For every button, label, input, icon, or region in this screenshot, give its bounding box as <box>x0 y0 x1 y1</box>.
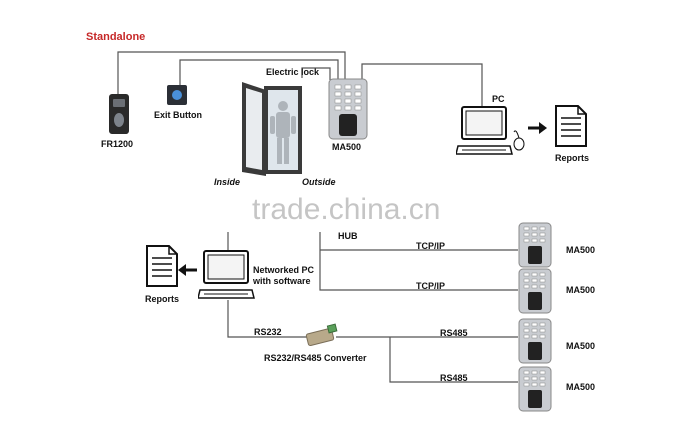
terminal-label: MA500 <box>332 142 362 152</box>
ma500-label: MA500 <box>566 245 596 255</box>
link-label: TCP/IP <box>416 241 446 251</box>
network-reports-label: Reports <box>145 294 180 304</box>
networked-pc-label-line1: Networked PC <box>253 265 315 275</box>
door-icon <box>242 82 302 176</box>
converter-label: RS232/RS485 Converter <box>264 353 367 363</box>
link-label: RS485 <box>440 328 468 338</box>
fingerprint-reader-icon <box>109 94 129 134</box>
reports-label: Reports <box>555 153 590 163</box>
networked-pc-label-line2: with software <box>253 276 311 286</box>
inside-label: Inside <box>214 177 241 187</box>
exit-button-label: Exit Button <box>154 110 202 120</box>
reports-document-icon <box>555 105 587 147</box>
pc-label: PC <box>492 94 505 104</box>
exit-button-icon <box>167 85 187 105</box>
ma500-label: MA500 <box>566 341 596 351</box>
ma500-terminal-icon <box>518 318 552 364</box>
converter-icon <box>305 323 338 347</box>
network-reports-document-icon <box>146 245 178 287</box>
outside-label: Outside <box>302 177 336 187</box>
hub-label: HUB <box>338 231 358 241</box>
watermark: trade.china.cn <box>252 193 441 226</box>
link-label: TCP/IP <box>416 281 446 291</box>
ma500-terminal-icon <box>518 366 552 412</box>
computer-icon <box>456 106 525 155</box>
networked-computer-icon <box>198 250 255 299</box>
ma500-terminal-icon <box>518 222 552 268</box>
ma500-label: MA500 <box>566 285 596 295</box>
ma500-terminal-icon <box>518 268 552 314</box>
rs232-label: RS232 <box>254 327 282 337</box>
link-label: RS485 <box>440 373 468 383</box>
electric-lock-label: Electric lock <box>266 67 320 77</box>
ma500-terminal-icon <box>328 78 368 140</box>
diagram-title: Standalone <box>86 31 146 43</box>
reader-label: FR1200 <box>101 139 134 149</box>
ma500-label: MA500 <box>566 382 596 392</box>
